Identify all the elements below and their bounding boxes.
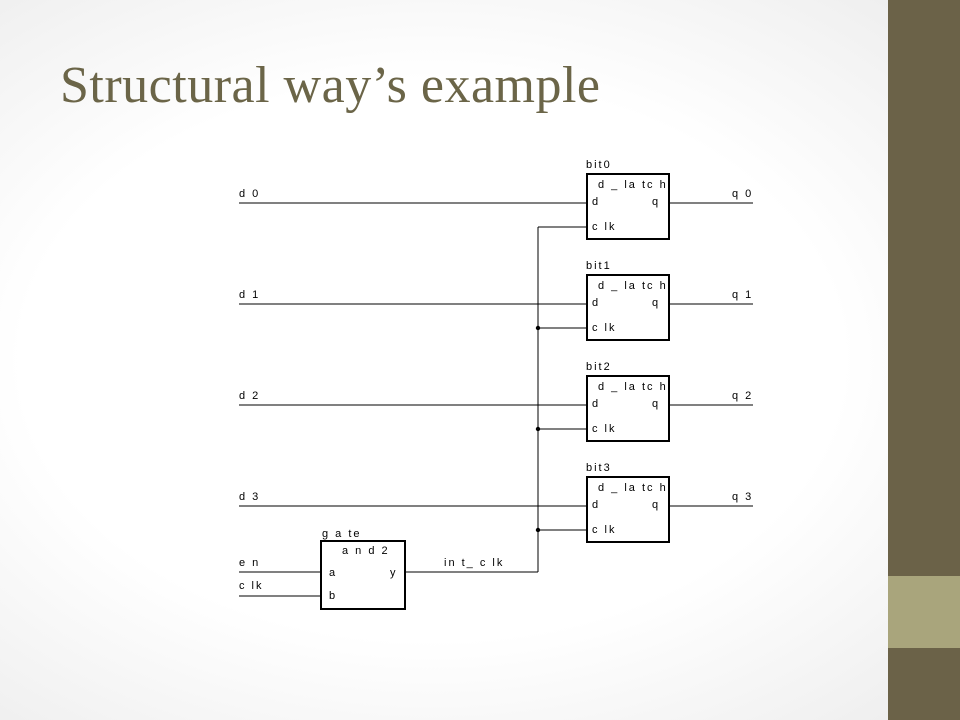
sidebar-accent xyxy=(888,576,960,648)
latch-output-label-0: q 0 xyxy=(732,188,753,200)
sidebar-dark-bottom xyxy=(888,648,960,720)
latch-port-clk-2: c lk xyxy=(592,423,617,435)
latch-instance-label-0: bit0 xyxy=(586,159,612,171)
latch-instance-label-2: bit2 xyxy=(586,361,612,373)
latch-box-2 xyxy=(586,375,670,442)
latch-output-label-2: q 2 xyxy=(732,390,753,402)
latch-port-clk-0: c lk xyxy=(592,221,617,233)
latch-input-label-1: d 1 xyxy=(239,289,260,301)
latch-port-d-3: d xyxy=(592,499,600,511)
clk-input-label: c lk xyxy=(239,580,264,592)
latch-port-q-1: q xyxy=(652,297,660,309)
sidebar-decoration xyxy=(888,0,960,720)
gate-instance-label: g a te xyxy=(322,528,362,540)
latch-input-label-3: d 3 xyxy=(239,491,260,503)
latch-input-label-2: d 2 xyxy=(239,390,260,402)
latch-port-d-1: d xyxy=(592,297,600,309)
latch-port-clk-1: c lk xyxy=(592,322,617,334)
latch-instance-label-3: bit3 xyxy=(586,462,612,474)
slide-title: Structural way’s example xyxy=(60,57,601,114)
int-clk-label: in t_ c lk xyxy=(444,557,504,569)
clk-junction-dot-3 xyxy=(535,527,541,533)
latch-output-label-3: q 3 xyxy=(732,491,753,503)
latch-port-clk-3: c lk xyxy=(592,524,617,536)
gate-box xyxy=(320,540,406,610)
latch-output-label-1: q 1 xyxy=(732,289,753,301)
latch-box-0 xyxy=(586,173,670,240)
latch-port-d-0: d xyxy=(592,196,600,208)
clk-junction-dot-2 xyxy=(535,426,541,432)
gate-port-b: b xyxy=(329,590,337,602)
latch-port-d-2: d xyxy=(592,398,600,410)
latch-instance-label-1: bit1 xyxy=(586,260,612,272)
latch-port-q-2: q xyxy=(652,398,660,410)
sidebar-dark-top xyxy=(888,0,960,576)
latch-port-q-0: q xyxy=(652,196,660,208)
latch-component-label-1: d _ la tc h xyxy=(598,280,668,292)
en-input-label: e n xyxy=(239,557,260,569)
gate-port-a: a xyxy=(329,567,337,579)
latch-component-label-0: d _ la tc h xyxy=(598,179,668,191)
latch-input-label-0: d 0 xyxy=(239,188,260,200)
latch-component-label-2: d _ la tc h xyxy=(598,381,668,393)
latch-port-q-3: q xyxy=(652,499,660,511)
latch-component-label-3: d _ la tc h xyxy=(598,482,668,494)
gate-port-y: y xyxy=(390,567,398,579)
latch-box-3 xyxy=(586,476,670,543)
latch-box-1 xyxy=(586,274,670,341)
clk-junction-dot-1 xyxy=(535,325,541,331)
gate-component-label: a n d 2 xyxy=(342,545,390,557)
